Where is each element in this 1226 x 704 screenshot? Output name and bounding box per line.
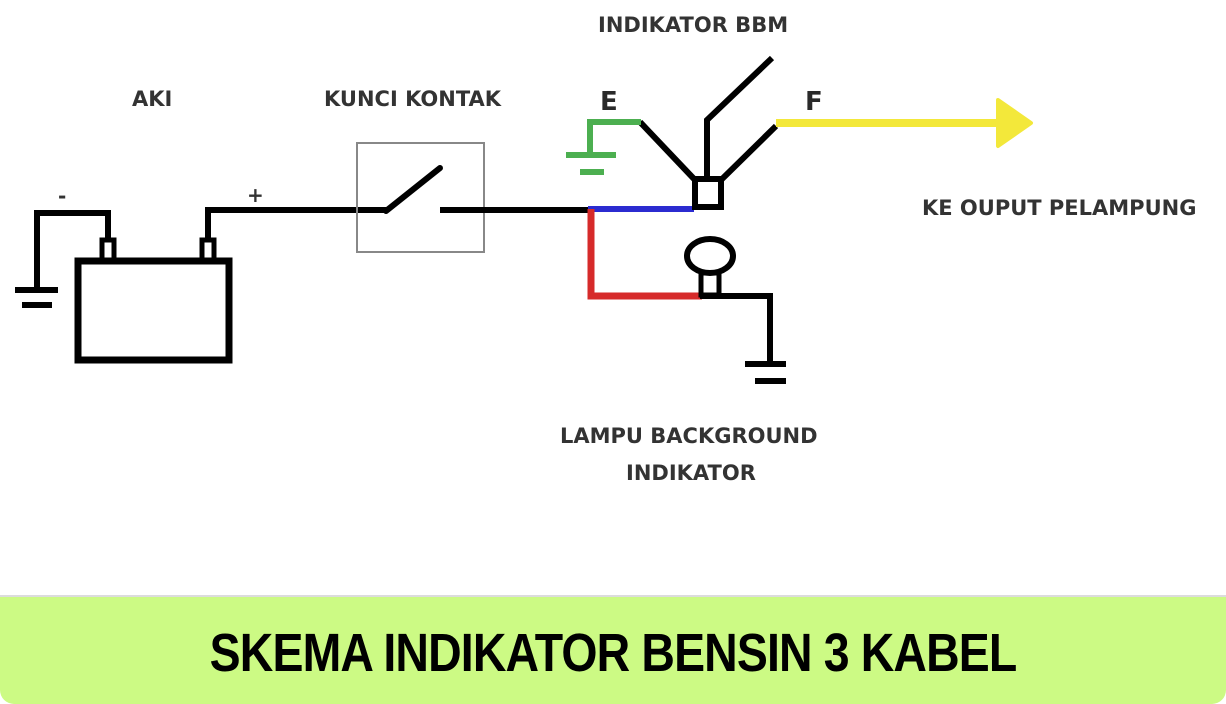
wire-red — [587, 209, 702, 300]
title-banner: SKEMA INDIKATOR BENSIN 3 KABEL — [0, 595, 1226, 704]
battery-terminal-positive — [199, 237, 217, 263]
gauge-terminal-box — [692, 176, 724, 210]
label-kunci-kontak: KUNCI KONTAK — [324, 87, 502, 111]
label-lampu-indikator: INDIKATOR — [626, 461, 756, 485]
wire-lamp-ground — [700, 293, 773, 364]
label-e: E — [600, 87, 618, 117]
ground-symbol-battery — [15, 287, 58, 308]
wire-negative — [34, 210, 111, 290]
battery-symbol — [74, 237, 233, 364]
background-lamp — [684, 236, 736, 298]
arrow-right-icon — [996, 98, 1033, 148]
battery-body — [74, 257, 233, 364]
gauge-needle — [704, 55, 775, 179]
lamp-bulb — [684, 236, 736, 276]
wire-green-e — [587, 119, 641, 155]
battery-terminal-negative — [99, 237, 117, 263]
wiring-diagram: AKI KUNCI KONTAK INDIKATOR BBM E F KE OU… — [15, 13, 1196, 485]
label-aki: AKI — [132, 87, 172, 111]
label-minus: - — [58, 184, 66, 208]
ground-symbol-e — [566, 152, 616, 175]
switch-box — [356, 142, 485, 253]
label-plus: + — [247, 183, 264, 207]
label-ke-output-pelampung: KE OUPUT PELAMPUNG — [922, 196, 1196, 220]
banner-title: SKEMA INDIKATOR BENSIN 3 KABEL — [209, 622, 1018, 683]
ground-symbol-lamp — [745, 361, 786, 384]
fuel-gauge-indicator — [637, 55, 779, 210]
label-f: F — [805, 87, 823, 117]
lamp-base — [698, 270, 722, 298]
label-indikator-bbm: INDIKATOR BBM — [598, 13, 788, 37]
ignition-switch — [356, 142, 485, 253]
wire-positive — [205, 207, 388, 240]
switch-blade — [383, 165, 443, 214]
label-lampu-background: LAMPU BACKGROUND — [560, 424, 818, 448]
